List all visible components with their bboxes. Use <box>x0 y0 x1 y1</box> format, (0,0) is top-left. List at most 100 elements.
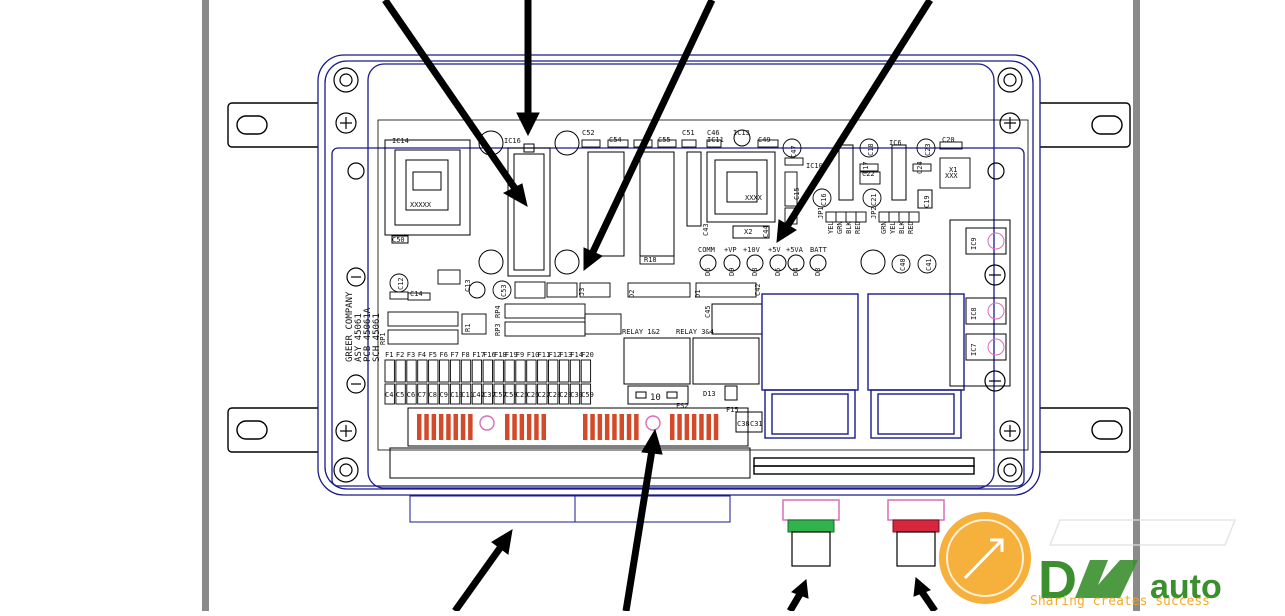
cap-cell <box>526 383 537 405</box>
fuse-cell <box>417 359 428 383</box>
company-line-1: GREER COMPANY <box>345 291 355 362</box>
fuse-label: F16 <box>483 351 496 359</box>
fuse-label: F4 <box>418 351 426 359</box>
arrow-head-1 <box>502 183 528 207</box>
cap-cell <box>569 383 581 405</box>
label-d2: D2 <box>628 290 636 298</box>
fuse-label: F13 <box>559 351 572 359</box>
label-c49: C49 <box>758 136 771 144</box>
label-c14: C14 <box>410 290 423 298</box>
terminal-pad <box>634 414 639 440</box>
cap-row-label: C30 <box>570 391 583 399</box>
terminal-pad <box>590 414 595 440</box>
arrow-ic16-diag <box>382 0 519 192</box>
logo-arrow-icon <box>963 538 1004 580</box>
label-c55: C55 <box>658 136 671 144</box>
arrow-terminal <box>622 449 656 612</box>
cap-cell <box>504 383 515 405</box>
arrow-head-6 <box>641 428 663 455</box>
frame-left-bar <box>202 0 209 611</box>
ic14-chip <box>384 139 471 244</box>
fuse-label: F2 <box>396 351 404 359</box>
cap-cell <box>558 383 570 405</box>
cap-row-label: C7 <box>418 391 426 399</box>
fuse-label: F12 <box>549 351 562 359</box>
fuse-label: F11 <box>538 351 551 359</box>
label-ic16: IC16 <box>504 137 521 145</box>
standoffs <box>468 130 886 299</box>
ic11-chip <box>706 129 776 239</box>
fuse-cell <box>482 359 493 383</box>
label-ic9: IC9 <box>970 237 978 250</box>
terminal-pad <box>431 414 437 440</box>
fuse-label: F6 <box>440 351 448 359</box>
right-terminals <box>949 219 1011 387</box>
terminal-pad <box>526 414 532 440</box>
wire-grn-2: GRN <box>880 221 888 234</box>
wire-blk-1: BLK <box>845 221 853 234</box>
label-relay-12: RELAY 1&2 <box>622 328 660 336</box>
label-x1: X1 <box>949 166 957 174</box>
tp-vp: +VP <box>724 246 737 254</box>
cap-cell <box>537 383 548 405</box>
company-line-3: PCB 45061A <box>363 307 373 362</box>
arrow-head-7 <box>791 579 809 599</box>
label-ic11: IC11 <box>707 136 724 144</box>
terminal-pad <box>612 414 617 440</box>
terminal-pad <box>541 414 546 440</box>
label-jp1: JP1 <box>817 206 825 219</box>
label-c24: C24 <box>916 161 924 174</box>
terminal-pad <box>453 414 458 440</box>
chip-mark-x1: XXX <box>945 172 958 180</box>
label-c50: C50 <box>392 236 405 244</box>
tp-comm: COMM <box>698 246 715 254</box>
terminal-pad <box>626 414 632 440</box>
fuse-label: F17 <box>472 351 485 359</box>
terminal-pad <box>534 414 539 440</box>
cable-gland-red <box>887 499 945 567</box>
fuse-cell <box>569 359 581 383</box>
fuse-cell <box>537 359 548 383</box>
wire-red-1: RED <box>854 221 862 234</box>
cap-row-label: C37 <box>483 391 496 399</box>
fuse-strip <box>384 359 592 405</box>
cap-row-label: C42 <box>472 391 485 399</box>
label-c43: C43 <box>702 223 710 236</box>
cap-cell <box>548 383 559 405</box>
corner-screws <box>333 67 1023 483</box>
fuse-label: F3 <box>407 351 415 359</box>
label-d5: D5 <box>774 268 782 276</box>
terminal-pad <box>677 414 682 440</box>
label-ic10: IC10 <box>806 162 823 170</box>
fuse-label: F10 <box>527 351 540 359</box>
transformers <box>753 293 975 475</box>
cap-cell <box>493 383 504 405</box>
fuse-cell <box>526 359 537 383</box>
relays <box>623 303 763 433</box>
cap-cell <box>482 383 493 405</box>
terminal-pad <box>670 414 675 440</box>
top-components <box>389 138 971 301</box>
label-f15: F15 <box>726 406 739 414</box>
company-line-2: ASY 45061 <box>354 313 364 362</box>
terminal-pad <box>438 414 444 440</box>
cap-cell <box>417 383 428 405</box>
cable-gland-green <box>782 499 840 567</box>
chip-mark-ic11: XXXX <box>745 194 763 202</box>
label-c38: C38 <box>737 420 750 428</box>
terminal-block <box>389 407 751 523</box>
cap-row-label: C27 <box>538 391 551 399</box>
fuse-cell <box>439 359 450 383</box>
label-c41: C41 <box>925 258 933 271</box>
label-c42: C42 <box>754 283 762 296</box>
tp-5v: +5V <box>768 246 781 254</box>
label-c51: C51 <box>682 129 695 137</box>
fuse-ref: FS2 <box>676 402 689 410</box>
company-line-4: SCH 45061 <box>372 313 382 362</box>
label-ic14: IC14 <box>392 137 409 145</box>
wire-red-2: RED <box>907 221 915 234</box>
label-c19: C19 <box>923 195 931 208</box>
